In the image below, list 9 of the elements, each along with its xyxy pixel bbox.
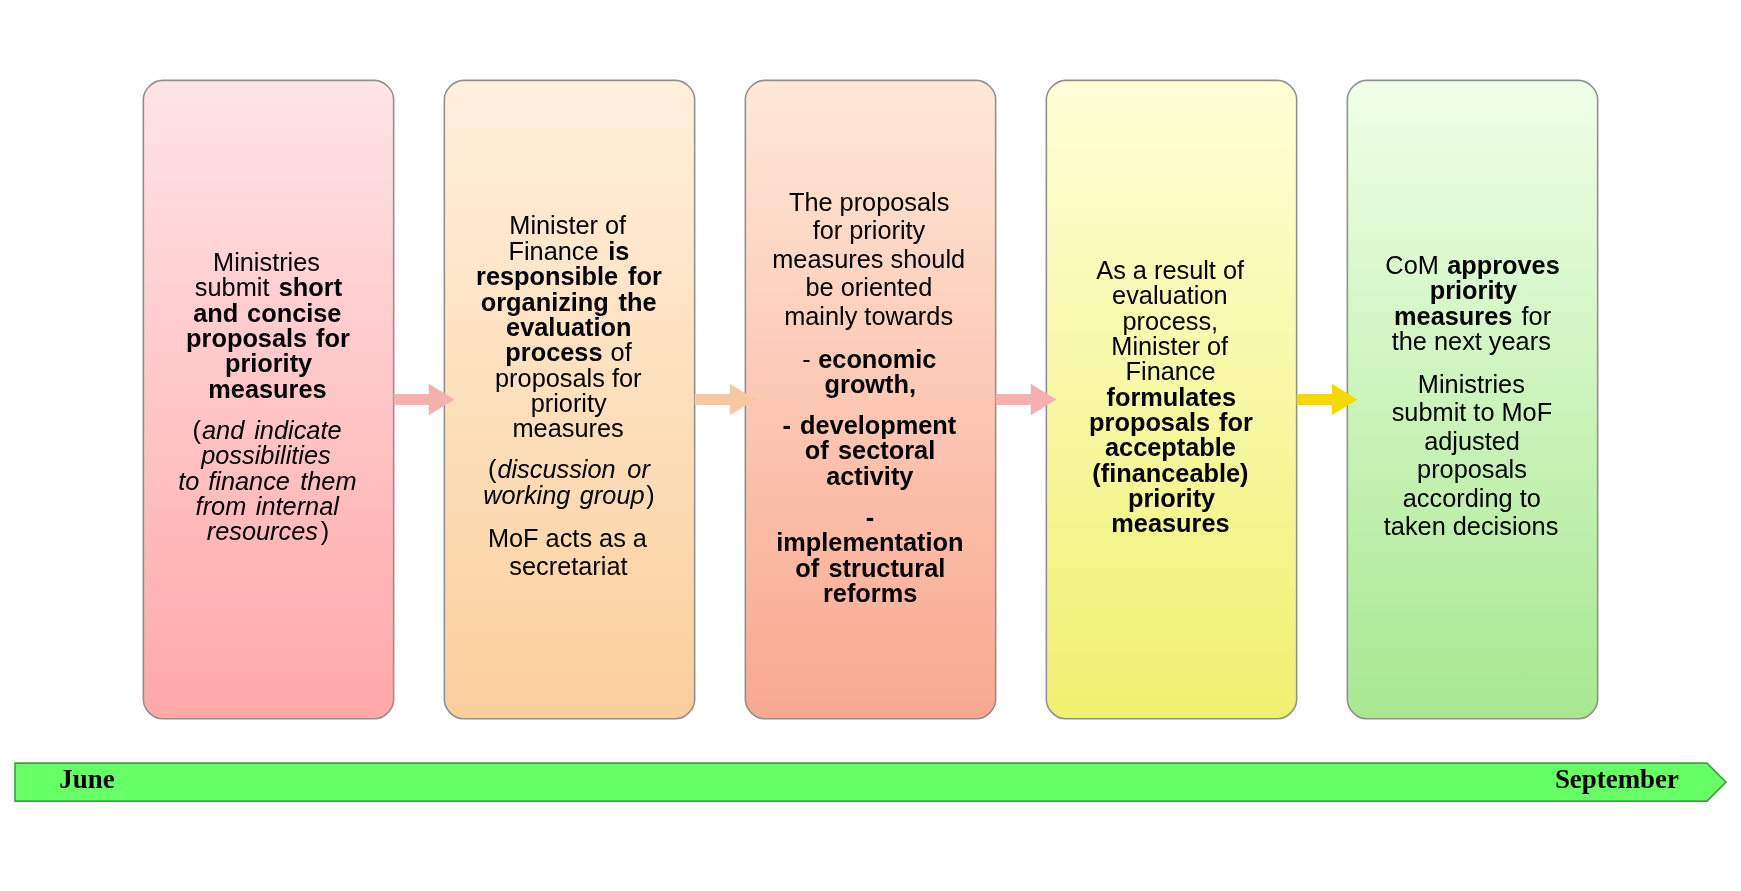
node-box: CoM approves priority measures for the next years Ministries submit to MoF adjusted proposals according to taken decisions [1346,79,1599,720]
arrow [995,383,1057,416]
node-box: Ministries submit short and concise proposals for priority measures (and indicate possibilities to finance them from internal resources) [142,79,395,720]
arrow [694,383,756,416]
node-box: Minister of Finance is responsible for organizing the evaluation process of proposals for priority measures (discussion or working group) MoF acts as a secretariat [443,79,696,720]
node-box: As a result of evaluation process, Minister of Finance formulates proposals for acceptable (financeable) priority measures [1045,79,1298,720]
arrow [393,383,455,416]
arrow [1296,383,1358,416]
node-box: The proposals for priority measures should be oriented mainly towards - economic growth, - development of sectoral activity - implementation of structural reforms [744,79,997,720]
